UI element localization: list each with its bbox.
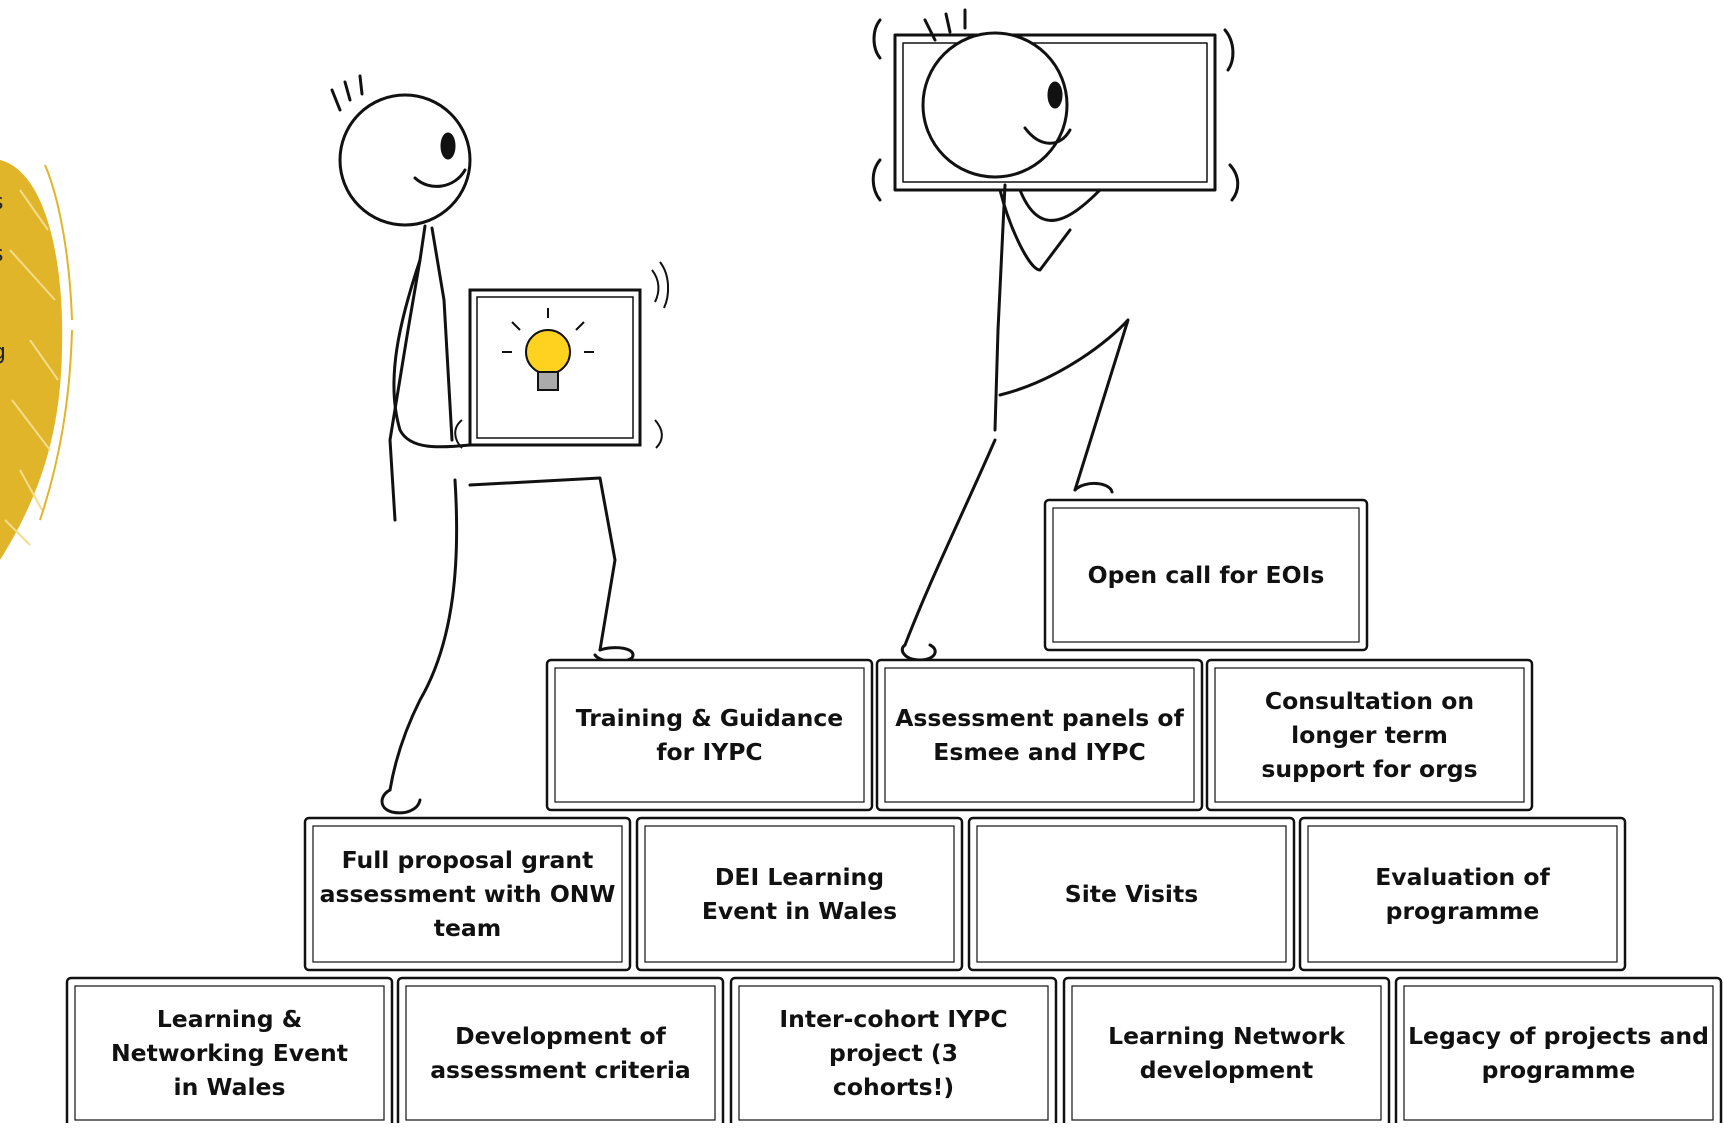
brick-inner-outlines xyxy=(74,507,1714,1121)
brick-evaluation: Evaluation of programme xyxy=(1300,818,1625,970)
brick-label: Full proposal grant assessment with ONW … xyxy=(319,846,616,942)
brick-label: Learning Network development xyxy=(1108,1022,1345,1084)
brick-development-criteria: Development of assessment criteria xyxy=(398,978,723,1128)
brick-label: Evaluation of programme xyxy=(1375,863,1550,925)
brick-training: Training & Guidance for IYPC xyxy=(547,660,872,810)
brick-label: Learning & Networking Event in Wales xyxy=(111,1005,348,1101)
brick-legacy: Legacy of projects and programme xyxy=(1396,978,1721,1128)
brick-label: Legacy of projects and programme xyxy=(1408,1022,1709,1084)
side-fragment: s xyxy=(0,242,3,267)
brick-label: Open call for EOIs xyxy=(1087,561,1325,589)
brick-learning-networking: Learning & Networking Event in Wales xyxy=(67,978,392,1128)
brick-open-call: Open call for EOIs xyxy=(1045,500,1367,650)
brick-assessment-panels: Assessment panels of Esmee and IYPC xyxy=(877,660,1202,810)
brick-full-proposal: Full proposal grant assessment with ONW … xyxy=(305,818,630,970)
brick-label: Consultation on longer term support for … xyxy=(1261,687,1478,783)
right-stick-figure xyxy=(871,8,1240,662)
brick-label: DEI Learning Event in Wales xyxy=(701,863,898,925)
brick-label: Assessment panels of Esmee and IYPC xyxy=(895,704,1184,766)
lightbulb-box xyxy=(454,261,670,449)
brick-site-visits: Site Visits xyxy=(969,818,1294,970)
golden-sun-shape xyxy=(0,160,73,560)
side-fragment: g xyxy=(0,340,6,365)
brick-dei-learning: DEI Learning Event in Wales xyxy=(637,818,962,970)
brick-label: Development of assessment criteria xyxy=(430,1022,691,1084)
side-fragment: s xyxy=(0,190,3,215)
left-stick-figure xyxy=(330,74,635,815)
brick-label: Inter-cohort IYPC project (3 cohorts!) xyxy=(779,1005,1008,1101)
brick-label: Site Visits xyxy=(1064,880,1199,908)
brick-label: Training & Guidance for IYPC xyxy=(575,704,844,766)
brick-consultation: Consultation on longer term support for … xyxy=(1207,660,1532,810)
lightbulb-icon xyxy=(502,308,594,391)
brick-outlines xyxy=(65,498,1723,1123)
brick-learning-network: Learning Network development xyxy=(1064,978,1389,1128)
brick-inter-cohort: Inter-cohort IYPC project (3 cohorts!) xyxy=(731,978,1056,1128)
